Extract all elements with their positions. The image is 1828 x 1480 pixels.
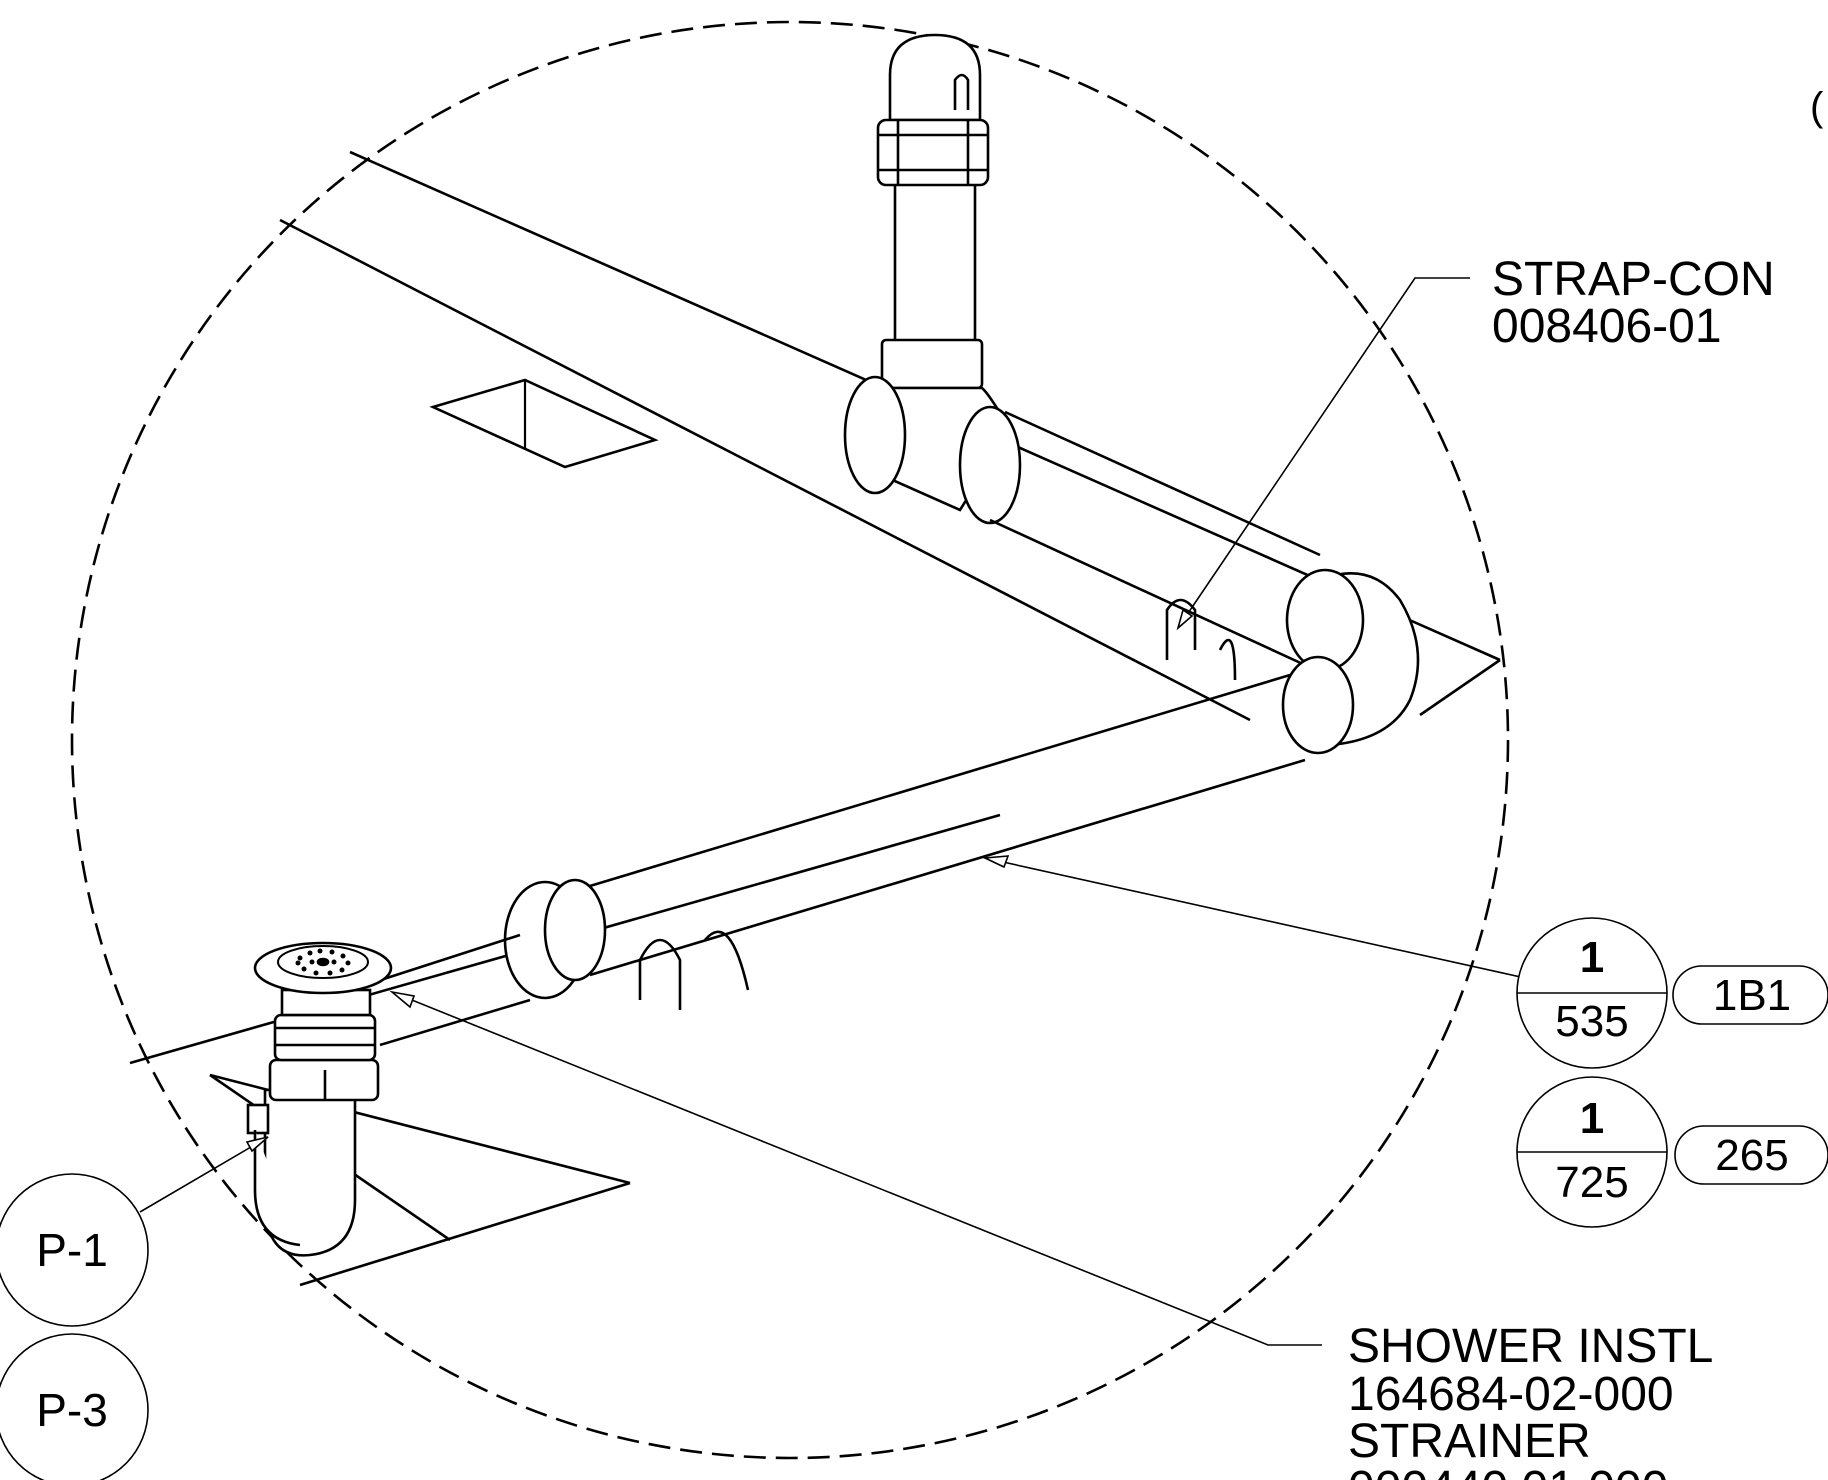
strap-callout-line1: STRAP-CON [1492, 253, 1775, 306]
drain-leader [391, 991, 1322, 1346]
leader-arrowheads [245, 608, 1194, 1153]
corner-mark: ( [1810, 85, 1824, 129]
shower-callout-line4: 000440 01 000 [1348, 1462, 1668, 1480]
strap-callout-line2: 008406-01 [1492, 300, 1722, 353]
balloon-bottom: 725 [1555, 1158, 1628, 1207]
balloon-top: 1 [1580, 1094, 1604, 1143]
ref-p1-label: P-1 [36, 1224, 108, 1276]
upper-pipe [989, 410, 1321, 667]
strainer-grate [295, 948, 351, 976]
shower-callout-line3: STRAINER [1348, 1415, 1591, 1468]
leader-lines [139, 277, 1526, 1346]
strap-leader [1177, 277, 1470, 629]
ref-p1: P-1 [0, 1173, 149, 1327]
p1-leader [139, 1136, 269, 1213]
shower-callout-line2: 164684-02-000 [1348, 1368, 1674, 1421]
vent-pipe [876, 33, 990, 390]
balloon-top: 1 [1580, 933, 1604, 982]
balloon-bottom: 535 [1555, 997, 1628, 1046]
shower-drain [246, 941, 393, 1257]
balloon-tag: 1B1 [1713, 971, 1791, 1020]
detail-boundary-circle [70, 20, 1510, 1460]
pipe-leader [984, 857, 1526, 979]
pipe-straps [638, 598, 1237, 1010]
shower-callout-line1: SHOWER INSTL [1348, 1320, 1713, 1373]
floor-opening [429, 378, 659, 469]
find-number-balloon: 1 535 1B1 [1516, 917, 1828, 1069]
balloon-tag: 265 [1715, 1131, 1788, 1180]
ref-p3-label: P-3 [36, 1384, 108, 1436]
ref-p3: P-3 [0, 1333, 149, 1480]
elbow-fitting [1281, 568, 1420, 755]
lower-pipe [559, 673, 1306, 977]
tee-fitting [843, 375, 1022, 525]
find-number-balloon: 1 725 265 [1516, 1076, 1828, 1228]
pipe-coupling [364, 878, 607, 1047]
